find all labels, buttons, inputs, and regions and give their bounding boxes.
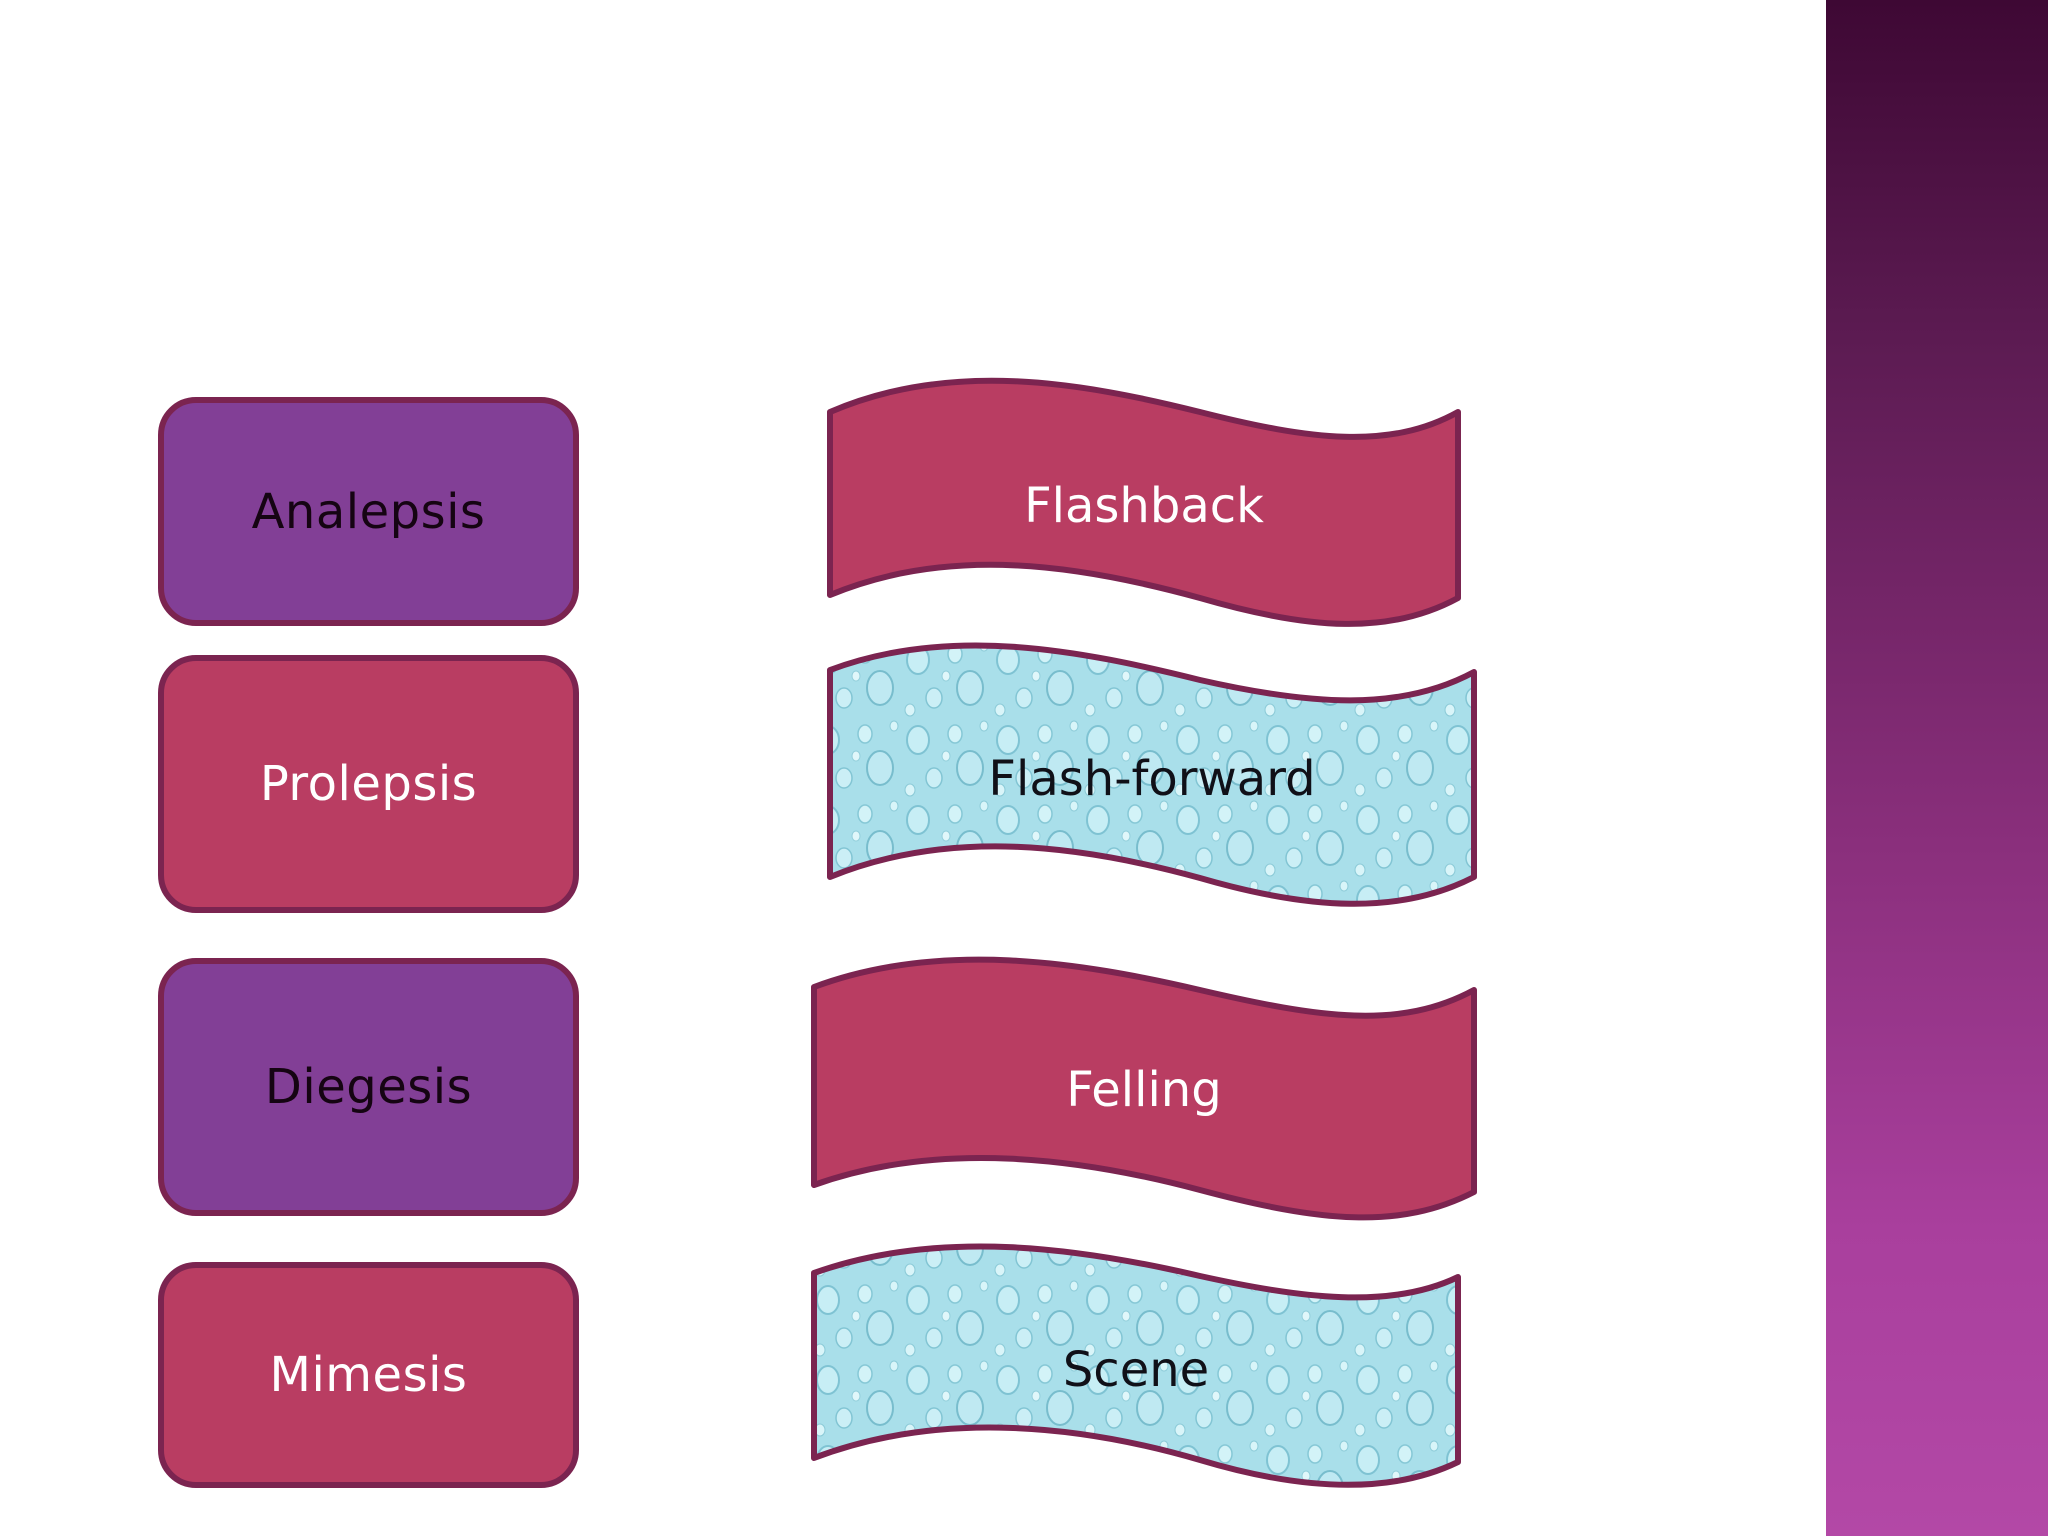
term-mimesis: Mimesis — [158, 1262, 579, 1488]
definition-scene: Scene — [811, 1243, 1461, 1488]
definition-flash-forward: Flash-forward — [827, 642, 1477, 907]
banner-shape — [811, 1243, 1461, 1488]
term-label: Analepsis — [251, 483, 486, 540]
banner-shape — [827, 377, 1461, 627]
term-label: Prolepsis — [259, 756, 478, 812]
banner-shape — [827, 642, 1477, 907]
term-diegesis: Diegesis — [158, 958, 579, 1216]
definition-felling: Felling — [811, 956, 1477, 1221]
banner-shape — [811, 956, 1477, 1221]
definition-label: Flash-forward — [988, 751, 1315, 807]
definition-label: Flashback — [1024, 478, 1264, 534]
term-prolepsis: Prolepsis — [158, 655, 579, 913]
decorative-sidebar-band — [1826, 0, 2048, 1536]
definition-label: Scene — [1063, 1342, 1209, 1398]
definition-label: Felling — [1066, 1062, 1221, 1118]
term-analepsis: Analepsis — [158, 397, 579, 626]
term-label: Mimesis — [269, 1347, 468, 1403]
term-label: Diegesis — [264, 1059, 473, 1115]
definition-flashback: Flashback — [827, 377, 1461, 627]
